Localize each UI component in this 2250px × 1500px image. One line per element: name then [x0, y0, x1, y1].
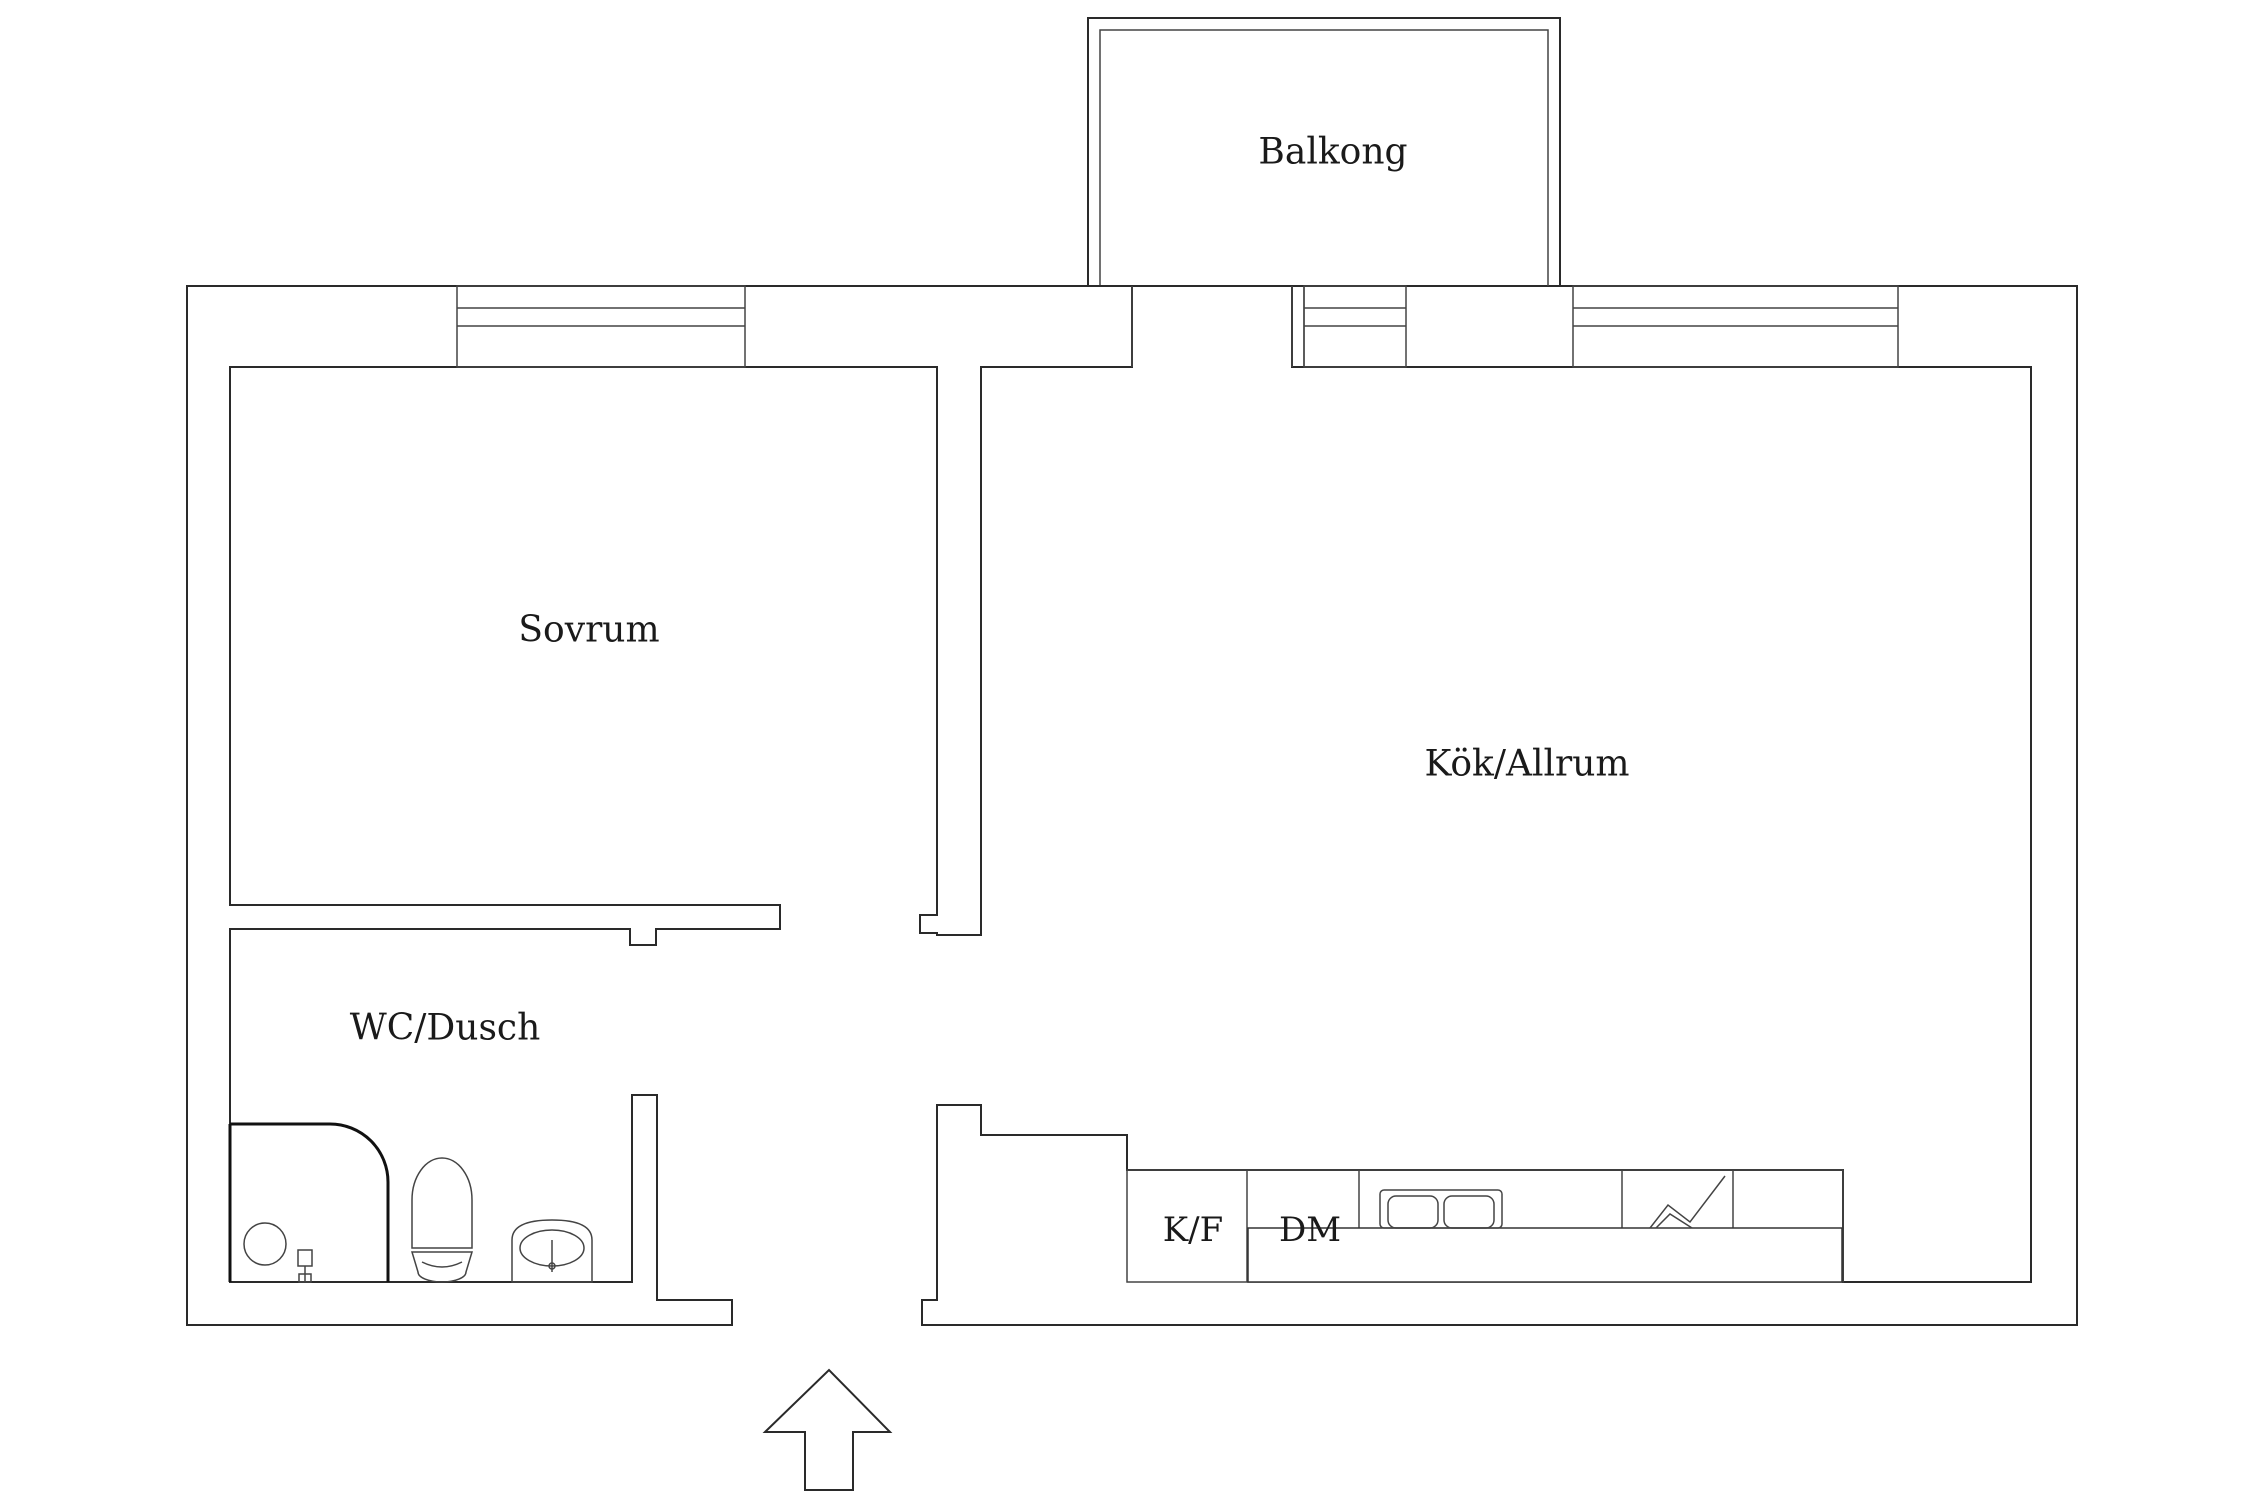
appliance-label-fridge-freezer: K/F — [1162, 1210, 1224, 1250]
room-label-balcony: Balkong — [1258, 131, 1408, 173]
entrance-arrow-icon — [762, 1368, 893, 1491]
room-label-kitchen-living: Kök/Allrum — [1424, 743, 1630, 785]
appliance-label-dishwasher: DM — [1278, 1210, 1342, 1250]
room-label-bathroom: WC/Dusch — [349, 1007, 541, 1049]
stove-icon — [1649, 1175, 1726, 1229]
balcony-door — [1131, 286, 1305, 367]
bedroom-window — [456, 285, 746, 368]
kitchen-window-small — [1303, 285, 1407, 368]
kitchen-window-large — [1572, 285, 1899, 368]
kitchen-counter — [1126, 1169, 1844, 1283]
room-label-bedroom: Sovrum — [518, 609, 660, 651]
toilet-icon — [410, 1157, 474, 1283]
outer-walls — [186, 285, 2078, 1326]
washbasin-icon — [511, 1219, 593, 1283]
sink-icon — [1379, 1189, 1503, 1229]
shower-icon — [228, 1122, 390, 1283]
